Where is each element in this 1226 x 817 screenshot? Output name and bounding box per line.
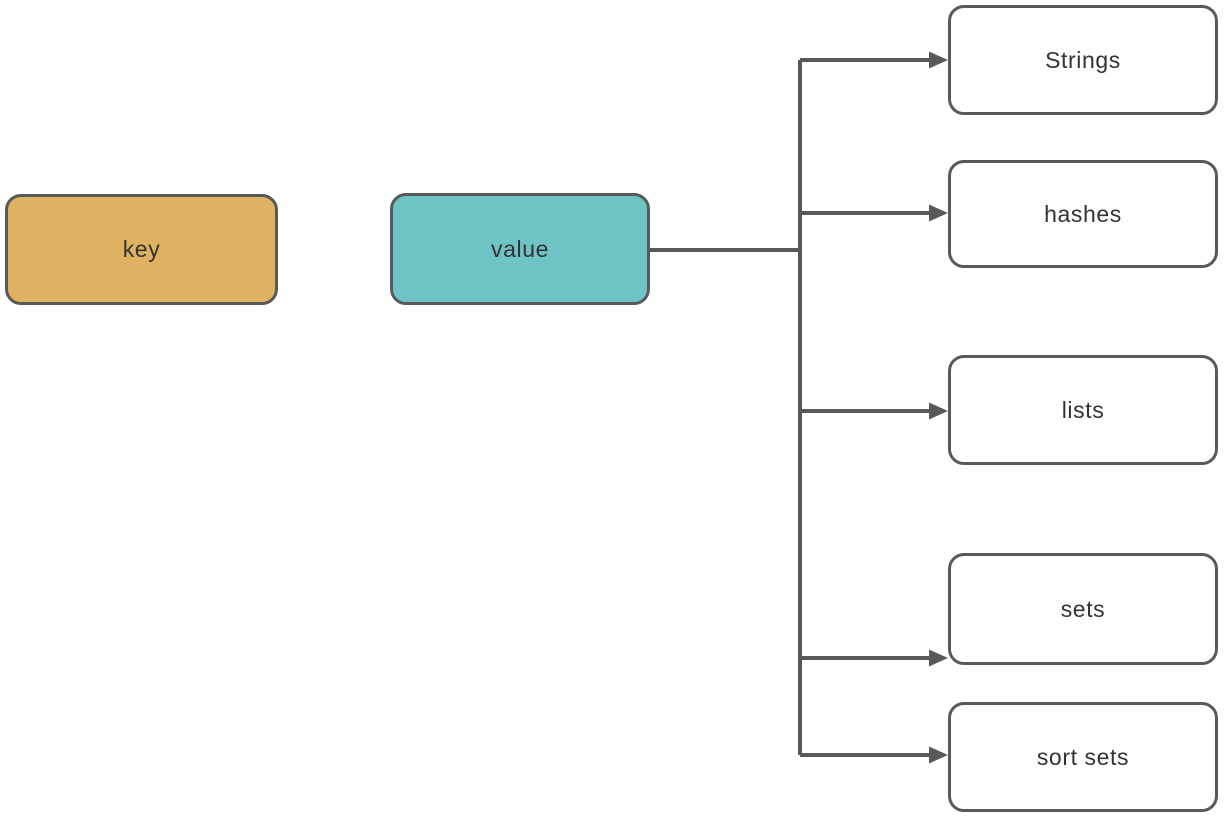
arrow-head: [929, 746, 948, 764]
node-strings-label: Strings: [1045, 46, 1121, 73]
node-strings: Strings: [948, 5, 1218, 115]
arrow-head: [929, 402, 948, 420]
connector-hashes: [800, 204, 948, 222]
node-hashes-label: hashes: [1044, 200, 1122, 227]
node-lists-label: lists: [1061, 396, 1105, 423]
node-sets-label: sets: [1060, 595, 1106, 622]
connector-lists: [800, 402, 948, 420]
node-hashes: hashes: [948, 160, 1218, 268]
node-sort-sets-label: sort sets: [1036, 743, 1130, 770]
arrow-head: [929, 51, 948, 69]
node-key-label: key: [122, 236, 161, 262]
arrow-head: [929, 649, 948, 667]
node-key: key: [5, 194, 278, 305]
connector-sort-sets: [800, 746, 948, 764]
arrow-head: [929, 204, 948, 222]
node-sets: sets: [948, 553, 1218, 665]
node-sort-sets: sort sets: [948, 702, 1218, 812]
connector-strings: [800, 51, 948, 69]
node-lists: lists: [948, 355, 1218, 465]
node-value-label: value: [491, 235, 549, 262]
connector-sets: [800, 649, 948, 667]
node-value: value: [390, 193, 650, 305]
